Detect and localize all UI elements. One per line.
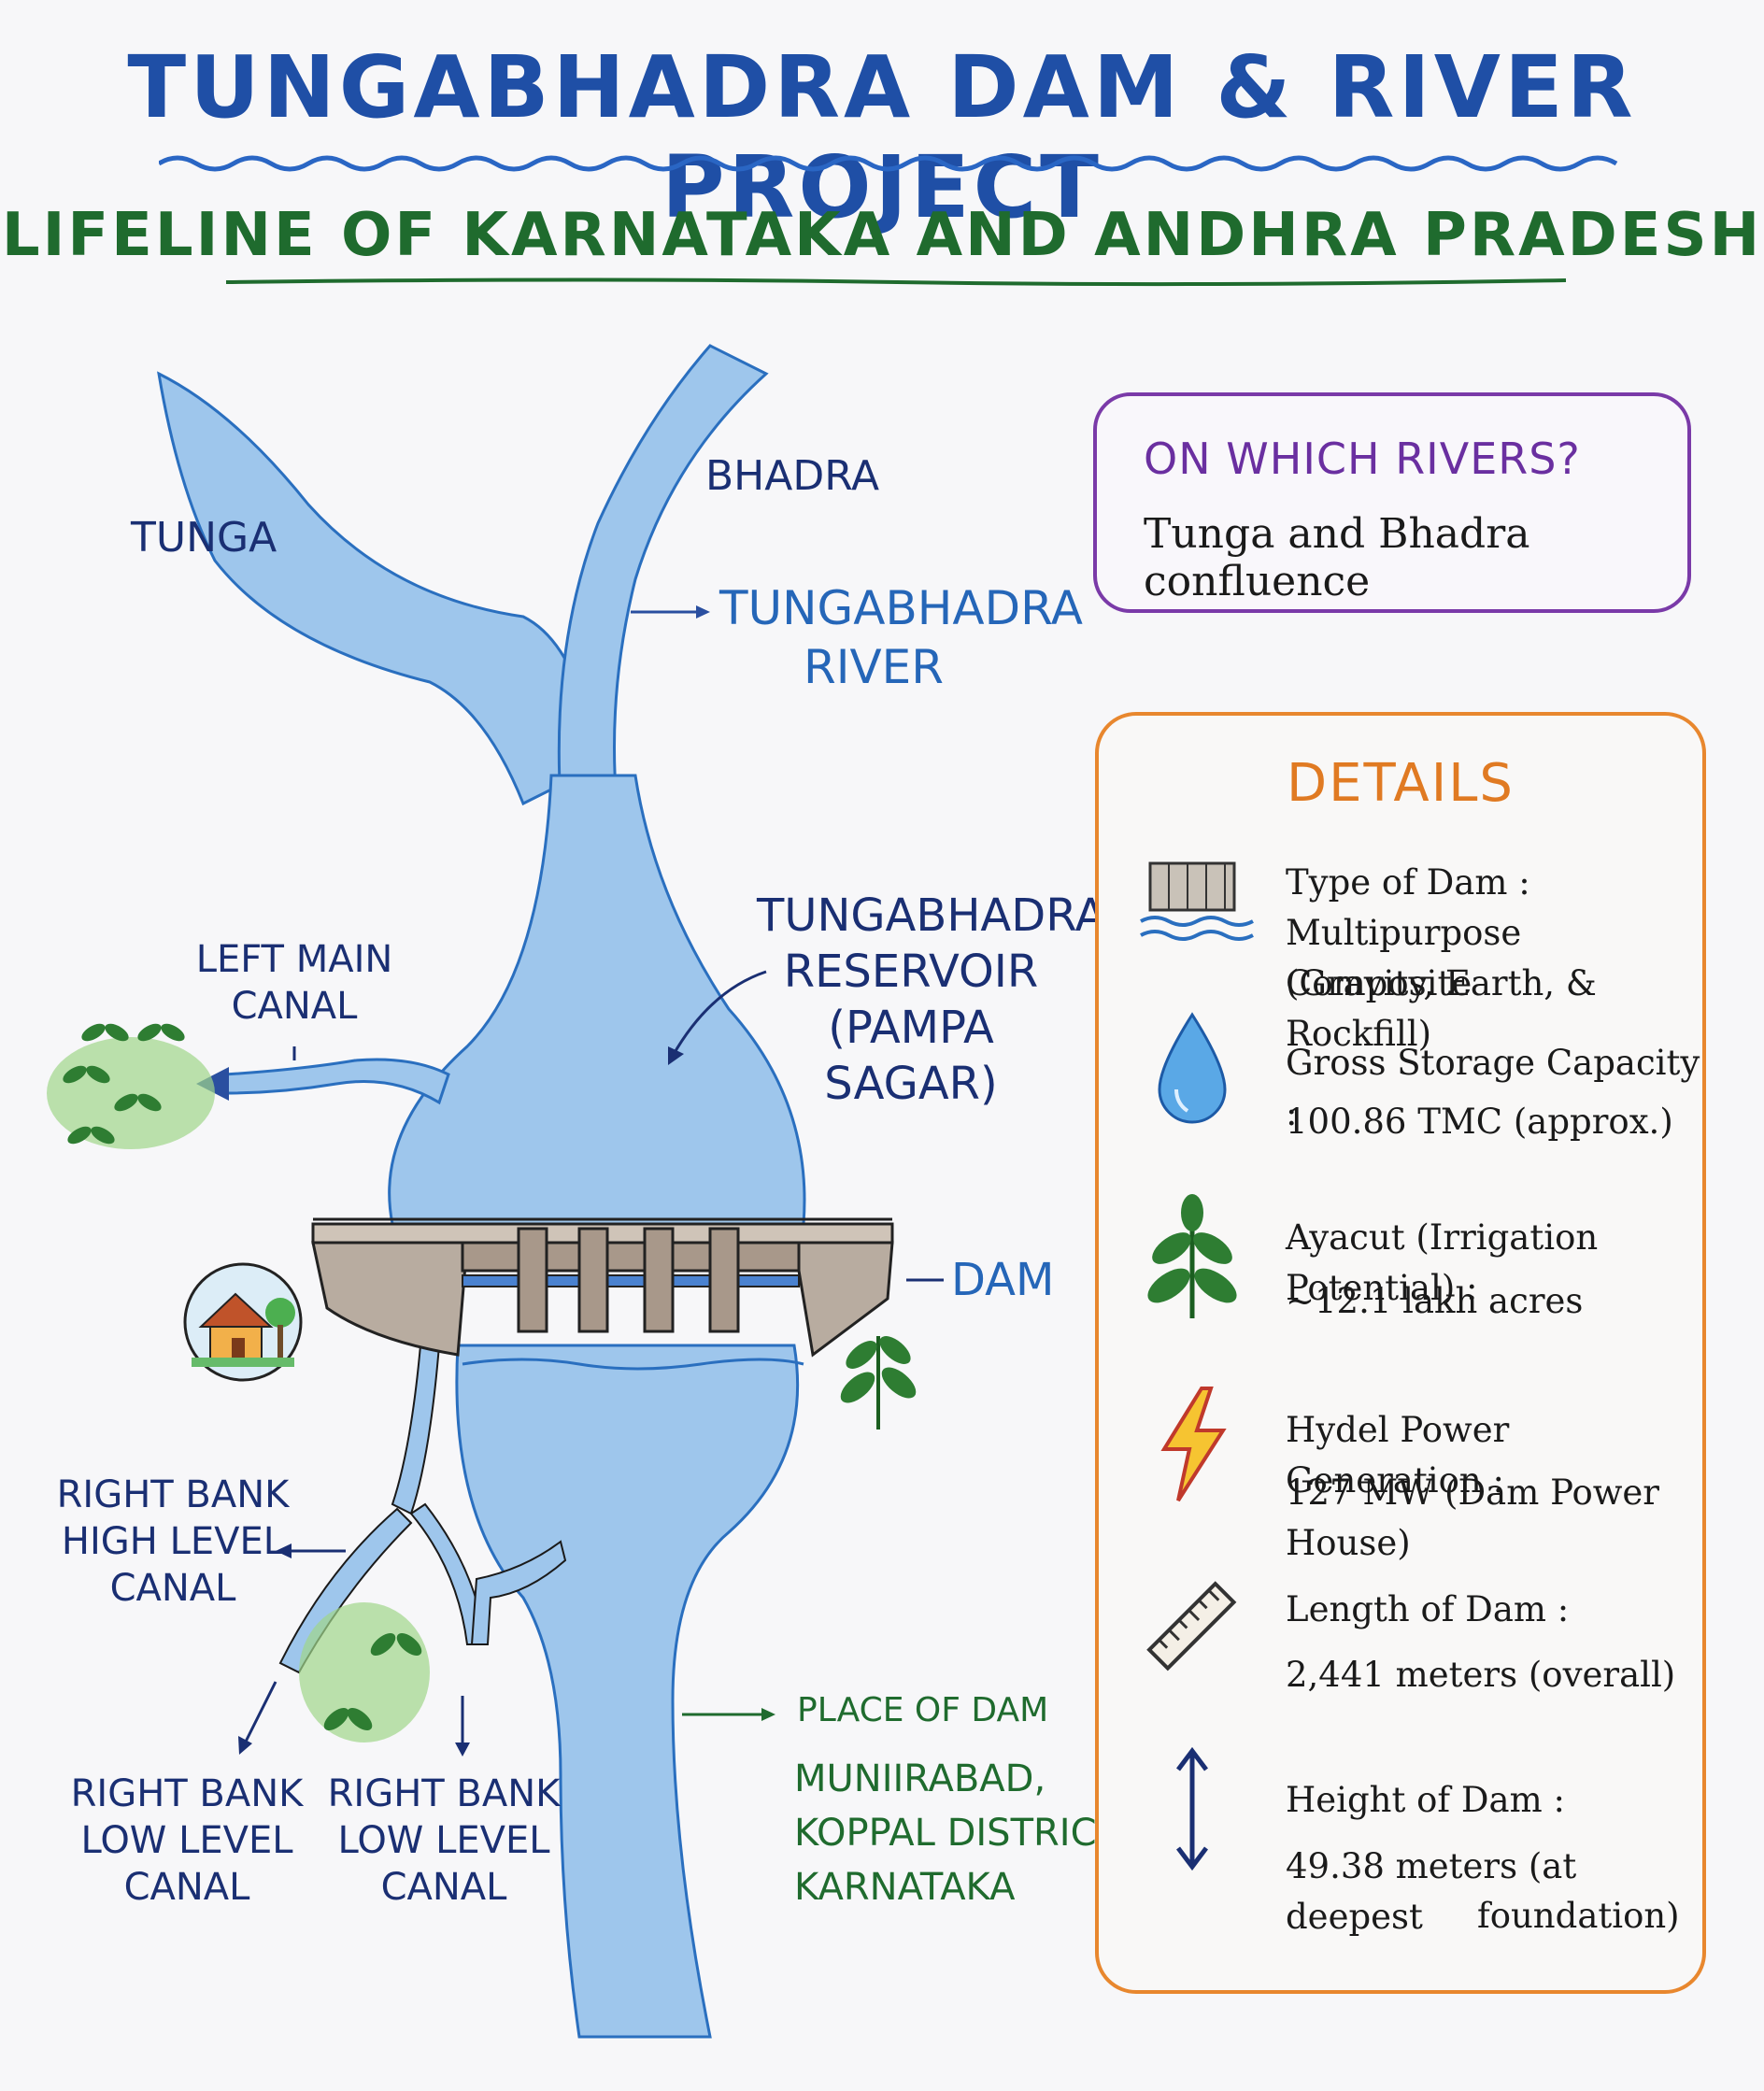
rbll1-label-line3: CANAL [123,1866,250,1909]
plant-icon [1147,1194,1237,1318]
rbhl-label-line1: RIGHT BANK [56,1473,290,1516]
river-diagram [47,344,944,2039]
dam-height-value-1: 49.38 meters (at deepest [1286,1846,1577,1937]
rivers-heading: ON WHICH RIVERS? [1144,434,1581,484]
reservoir-arrow [671,970,767,1057]
place-of-dam-heading: PLACE OF DAM [797,1691,1049,1729]
left-canal-label-line2: CANAL [231,985,358,1028]
left-main-canal-label: LEFT MAIN CANAL [187,936,402,1030]
reservoir-label-line2: RESERVOIR [783,946,1039,998]
place-line1: MUNIIRABAD, [794,1757,1046,1800]
field-left [47,1023,215,1149]
dam-height-label: Height of Dam : [1286,1780,1565,1820]
dam-icon [1140,861,1254,941]
rbll2-label-line2: LOW LEVEL [337,1819,550,1862]
place-line3: KARNATAKA [794,1866,1016,1909]
dam-label: DAM [951,1254,1055,1306]
dam-type-value-1: Multipurpose Composite [1286,913,1522,1003]
river-label-line2: RIVER [803,639,945,694]
bhadra-label: BHADRA [705,452,880,500]
house-icon [183,1262,303,1382]
subtitle-underline [225,277,1567,287]
place-line2: KOPPAL DISTRICT, [794,1812,1131,1855]
hydel-power-value: 127 MW (Dam Power House) [1286,1472,1659,1563]
ayacut-label: Ayacut (Irrigation Potential) : [1286,1217,1599,1308]
storage-capacity-value: 100.86 TMC (approx.) [1286,1102,1673,1142]
river-label-line1: TUNGABHADRA [719,581,1084,635]
right-bank-canal-main [391,1344,441,1515]
dam-height-value-2: foundation) [1477,1896,1680,1936]
rivers-card: ON WHICH RIVERS? Tunga and Bhadra conflu… [1093,392,1691,613]
field-canals [299,1602,430,1742]
page-subtitle: LIFELINE OF KARNATAKA AND ANDHRA PRADESH [1,201,1763,270]
dam-type-value-2: (Gravity, Earth, & Rockfill) [1286,963,1597,1054]
tungabhadra-river-label: TUNGABHADRA RIVER [719,579,1084,696]
ruler-icon [1146,1581,1237,1671]
reservoir-label: TUNGABHADRA RESERVOIR (PAMPA SAGAR) [757,888,1106,1112]
rbhl-label-line2: HIGH LEVEL [61,1520,285,1563]
water-drop-icon [1158,1012,1227,1124]
rbhl-label-line3: CANAL [109,1567,236,1610]
tunga-label: TUNGA [131,514,277,562]
rbll1-label-line2: LOW LEVEL [80,1819,293,1862]
rivers-text: Tunga and Bhadra confluence [1144,510,1530,605]
right-bank-low-level-canal-label-1: RIGHT BANK LOW LEVEL CANAL [65,1771,308,1911]
hydel-power-label: Hydel Power Generation : [1286,1410,1510,1501]
right-bank-connector [470,1540,567,1645]
dam-length-label: Length of Dam : [1286,1589,1570,1629]
dam-type-label: Type of Dam : [1286,862,1530,903]
right-bank-high-level-canal-label: RIGHT BANK HIGH LEVEL CANAL [56,1472,290,1612]
downstream-river [455,1344,800,2039]
title-wave-underline [159,155,1618,172]
left-main-canal [222,1058,450,1105]
ayacut-value: ~12.1 lakh acres [1286,1281,1584,1321]
plant-near-dam [840,1336,917,1430]
reservoir-label-line3: (PAMPA SAGAR) [824,1002,998,1110]
reservoir-label-line1: TUNGABHADRA [757,889,1106,942]
rbll1-arrow [241,1681,277,1748]
rbll2-label-line1: RIGHT BANK [327,1772,561,1815]
storage-capacity-label: Gross Storage Capacity : [1286,1043,1700,1133]
rbll2-label-line3: CANAL [380,1866,507,1909]
reservoir [388,774,806,1226]
tunga-river [157,371,600,806]
dam-structure [311,1217,894,1371]
lightning-icon [1160,1387,1227,1502]
details-card: DETAILS Type of Dam : Multipurpose Compo… [1095,712,1706,1994]
left-canal-label-line1: LEFT MAIN [195,938,393,981]
right-bank-low-level-canal-label-2: RIGHT BANK LOW LEVEL CANAL [322,1771,565,1911]
place-of-dam-text: MUNIIRABAD, KOPPAL DISTRICT, KARNATAKA [794,1752,1131,1914]
dam-length-value: 2,441 meters (overall) [1286,1655,1676,1695]
bhadra-river [557,344,769,805]
details-heading: DETAILS [1287,753,1515,814]
page-title: TUNGABHADRA DAM & RIVER PROJECT [127,37,1637,237]
rbll1-label-line1: RIGHT BANK [70,1772,304,1815]
vertical-arrow-icon [1176,1746,1208,1871]
